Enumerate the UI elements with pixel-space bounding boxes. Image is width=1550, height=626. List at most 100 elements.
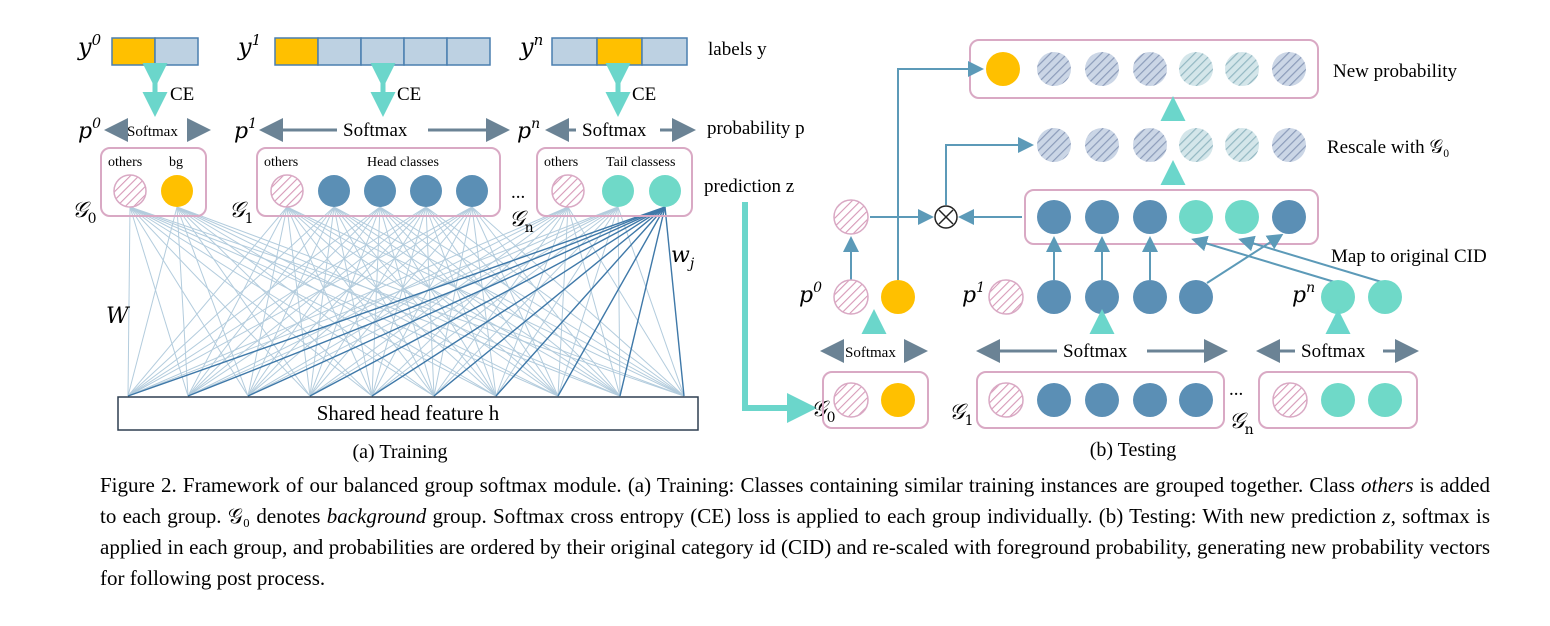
test-ellipsis: ... <box>1229 379 1243 400</box>
new-prob-label: New probability <box>1333 61 1458 82</box>
head-class-node <box>456 175 488 207</box>
weight-line <box>309 206 381 397</box>
bg-to-new-prob-arrow <box>897 61 984 280</box>
y0-vector <box>111 37 199 66</box>
ordered-head-node <box>1133 200 1167 234</box>
ce-label-0: CE <box>170 84 194 105</box>
group1-others-label: others <box>264 155 298 170</box>
yn-vector <box>551 37 688 66</box>
weight-line <box>371 206 427 397</box>
test-p1-others-node <box>988 279 1024 315</box>
weight-line <box>471 206 685 397</box>
weight-line <box>127 206 619 397</box>
weight-wj-line <box>247 206 666 397</box>
test-others-fg-node <box>833 199 869 235</box>
ordered-box <box>1024 189 1319 245</box>
ordered-tail-node <box>1179 200 1213 234</box>
weight-line <box>425 206 497 397</box>
weight-line <box>247 206 335 397</box>
group1-name: 𝒢1 <box>229 198 254 227</box>
weight-line <box>371 206 473 397</box>
weight-line <box>187 206 619 397</box>
ce-label-1: CE <box>397 84 421 105</box>
weight-line <box>129 206 497 397</box>
weight-line <box>127 206 427 397</box>
test-gn-node <box>1321 383 1355 417</box>
weight-line <box>187 206 335 397</box>
training-caption: (a) Training <box>353 441 448 463</box>
group1-head-label: Head classes <box>367 155 439 170</box>
group0-name: 𝒢0 <box>72 198 97 227</box>
weight-line <box>187 206 427 397</box>
rescaled-node <box>1179 128 1213 162</box>
weight-wj-line <box>371 206 666 397</box>
softmax-label-n: Softmax <box>582 120 647 141</box>
test-g1-label: 𝒢1 <box>949 400 974 429</box>
caption-part-3: group. Softmax cross entropy (CE) loss i… <box>426 504 1383 528</box>
weight-wj-line <box>433 206 666 397</box>
weight-line <box>309 206 335 397</box>
weight-line <box>129 206 435 397</box>
weight-line <box>127 206 473 397</box>
prediction-arrow <box>742 202 817 423</box>
ordered-tail-node <box>1225 200 1259 234</box>
test-g0-bg-node <box>881 383 915 417</box>
group0-others-label: others <box>108 155 142 170</box>
weight-line <box>127 206 131 397</box>
rescaled-node <box>1225 128 1259 162</box>
test-g0-label: 𝒢0 <box>811 397 836 426</box>
test-p1-node <box>1085 280 1119 314</box>
caption-em-z: z <box>1382 504 1391 528</box>
rescaled-node <box>1133 128 1167 162</box>
weight-wj-line <box>557 206 666 397</box>
weight-line <box>333 206 559 397</box>
weight-line <box>309 206 619 397</box>
test-softmax-label-n: Softmax <box>1301 341 1366 362</box>
weight-line <box>425 206 621 397</box>
new-prob-node <box>1179 52 1213 86</box>
p1-label: p1 <box>234 116 257 144</box>
test-softmax-label-0: Softmax <box>845 345 896 361</box>
testing-panel: New probability Rescale with 𝒢₀ p0 <box>799 39 1487 461</box>
new-prob-node <box>1225 52 1259 86</box>
new-prob-node <box>1133 52 1167 86</box>
pn-label: pn <box>517 116 540 144</box>
weight-line <box>247 206 381 397</box>
test-g0-others-node <box>833 382 869 418</box>
weight-line <box>247 206 473 397</box>
shared-feature-label: Shared head feature h <box>317 401 500 425</box>
map-cid-label: Map to original CID <box>1331 246 1487 267</box>
weight-line <box>425 206 559 397</box>
weight-line <box>333 206 373 397</box>
weight-line <box>309 206 427 397</box>
group0-bg-label: bg <box>169 155 183 170</box>
p0-label: p0 <box>78 116 101 144</box>
head-class-node <box>364 175 396 207</box>
head-class-node <box>318 175 350 207</box>
shared-feature-box <box>117 396 699 431</box>
test-softmax-label-1: Softmax <box>1063 341 1128 362</box>
training-panel: y0 y1 yn labels y CE CE CE p0 <box>72 31 817 463</box>
weight-line <box>247 206 569 397</box>
weight-line <box>127 206 288 397</box>
weight-line <box>129 206 621 397</box>
group0-box <box>100 147 207 217</box>
weight-wj-line <box>309 206 666 397</box>
weight-line <box>129 206 373 397</box>
caption-part-1: Figure 2. Framework of our balanced grou… <box>100 473 1362 497</box>
test-pn-node <box>1368 280 1402 314</box>
weight-line <box>309 206 569 397</box>
group0-others-node <box>113 174 147 208</box>
weight-line <box>617 206 685 397</box>
caption-part-2: is added to each group. 𝒢₀ denotes <box>100 473 1490 528</box>
test-g1-node <box>1037 383 1071 417</box>
weight-line <box>187 206 381 397</box>
y0-label: y0 <box>77 31 102 61</box>
groupn-others-node <box>551 174 585 208</box>
head-class-node <box>410 175 442 207</box>
weight-wj-line <box>127 206 666 397</box>
weight-line <box>127 206 381 397</box>
groupn-others-label: others <box>544 155 578 170</box>
weight-line <box>127 206 178 397</box>
weight-wj-line <box>495 206 666 397</box>
